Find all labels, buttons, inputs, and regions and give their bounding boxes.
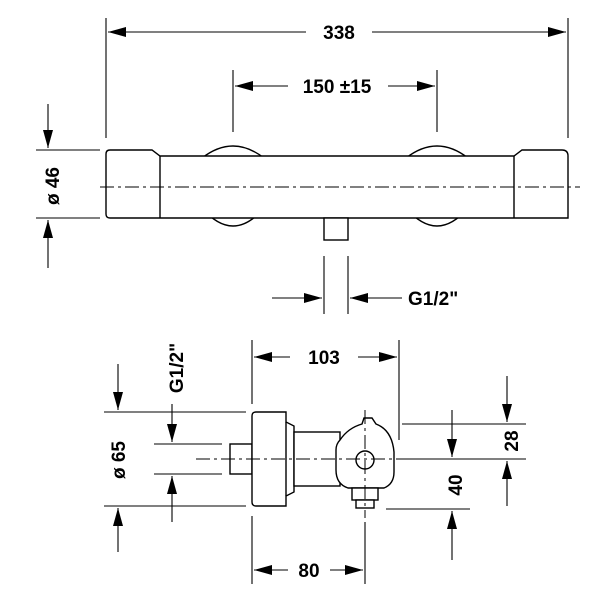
dim-label-80: 80 [298,561,319,582]
dim-label-d46: ø 46 [43,167,64,205]
dim-label-g12-outlet: G1/2" [408,289,458,310]
dim-body-diameter: ø 46 [36,104,100,268]
dim-label-g12-inlet: G1/2" [167,343,188,393]
outlet-nipple [323,217,349,241]
dim-label-338: 338 [323,23,355,44]
dim-outlet-offset: 40 [386,410,470,560]
dim-label-40: 40 [446,474,467,495]
thermostat-body [105,149,569,219]
dim-overall-width: 338 [105,18,569,138]
dim-outlet-thread: G1/2" [272,256,458,314]
dim-handle-spacing: 150 ±15 [232,70,438,132]
dim-label-103: 103 [308,348,340,369]
dim-label-28: 28 [502,430,523,451]
dim-label-d65: ø 65 [109,441,130,479]
dim-flange-diameter: ø 65 [104,364,246,552]
dim-label-150: 150 ±15 [303,77,372,98]
front-view [100,145,580,241]
dim-inlet-thread: G1/2" [154,343,222,522]
dim-outlet-height: 28 [402,376,526,506]
dim-depth: 103 [251,340,400,440]
dim-wall-to-body: 80 [251,516,366,584]
side-view [196,410,410,518]
